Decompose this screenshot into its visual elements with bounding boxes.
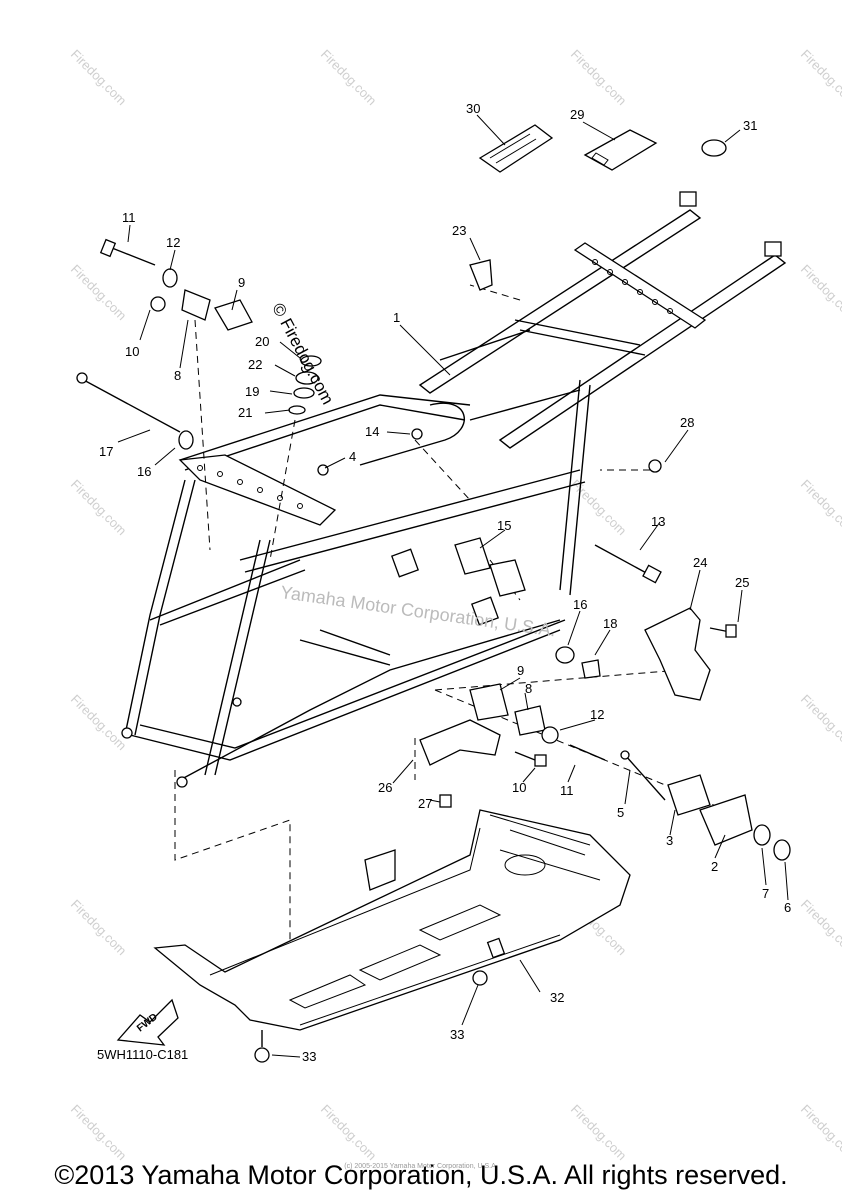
callout-16b: 16 (573, 597, 587, 612)
callout-11b: 11 (560, 783, 574, 798)
callout-10b: 10 (512, 780, 526, 795)
part-29-label (583, 129, 658, 171)
callout-33b: 33 (302, 1049, 316, 1064)
callout-30: 30 (466, 101, 480, 116)
watermark: Firedog.com (68, 692, 130, 754)
callout-33: 33 (450, 1027, 464, 1042)
skid-plate (153, 809, 631, 1063)
callout-18: 18 (603, 616, 617, 631)
copyright-notice: ©2013 Yamaha Motor Corporation, U.S.A. A… (54, 1160, 788, 1190)
callout-19: 19 (245, 384, 259, 399)
callout-15: 15 (497, 518, 511, 533)
part-30-guard (478, 124, 554, 173)
callout-11: 11 (122, 210, 136, 225)
callout-9: 9 (238, 275, 245, 290)
callout-10: 10 (125, 344, 139, 359)
callout-32: 32 (550, 990, 564, 1005)
callout-14: 14 (365, 424, 379, 439)
watermark-grid: Firedog.com Firedog.com Firedog.com Fire… (68, 47, 842, 1164)
watermark: Firedog.com (568, 47, 630, 109)
forward-arrow: FWD (116, 998, 179, 1046)
callout-28: 28 (680, 415, 694, 430)
callout-12: 12 (166, 235, 180, 250)
callout-17: 17 (99, 444, 113, 459)
watermark: Firedog.com (68, 477, 130, 539)
left-mount-hardware (76, 238, 493, 476)
right-mount-hardware (419, 459, 791, 861)
watermark: Firedog.com (798, 897, 842, 959)
callout-8: 8 (174, 368, 181, 383)
main-frame (121, 191, 787, 788)
callout-9b: 9 (517, 663, 524, 678)
watermark: Firedog.com (68, 262, 130, 324)
callout-4: 4 (349, 449, 356, 464)
callout-3: 3 (666, 833, 673, 848)
fine-print: (c) 2005-2015 Yamaha Motor Corporation, … (344, 1163, 498, 1170)
callout-16: 16 (137, 464, 151, 479)
callout-13: 13 (651, 514, 665, 529)
watermark: Firedog.com (798, 692, 842, 754)
callout-21: 21 (238, 405, 252, 420)
part-31-ring (701, 139, 727, 157)
diagram-code: 5WH1110-C181 (97, 1047, 189, 1062)
callout-23: 23 (452, 223, 466, 238)
watermark: Firedog.com (68, 1102, 130, 1164)
callout-25: 25 (735, 575, 749, 590)
watermark: Firedog.com (318, 47, 380, 109)
callouts: 30 29 31 23 1 11 12 9 10 8 20 22 19 21 1… (99, 101, 791, 1064)
watermark: Firedog.com (68, 47, 130, 109)
callout-6: 6 (784, 900, 791, 915)
watermark: Firedog.com (798, 477, 842, 539)
watermark: Firedog.com (568, 1102, 630, 1164)
callout-22: 22 (248, 357, 262, 372)
callout-2: 2 (711, 859, 718, 874)
callout-27: 27 (418, 796, 432, 811)
watermark: Firedog.com (568, 477, 630, 539)
callout-12b: 12 (590, 707, 604, 722)
watermark: Firedog.com (798, 47, 842, 109)
callout-29: 29 (570, 107, 584, 122)
callout-8b: 8 (525, 681, 532, 696)
callout-20: 20 (255, 334, 269, 349)
callout-5: 5 (617, 805, 624, 820)
watermark: Firedog.com (798, 262, 842, 324)
callout-1: 1 (393, 310, 400, 325)
callout-26: 26 (378, 780, 392, 795)
callout-24: 24 (693, 555, 707, 570)
callout-leaders (117, 114, 789, 1058)
watermark: Firedog.com (798, 1102, 842, 1164)
watermark: Firedog.com (318, 1102, 380, 1164)
watermark: Firedog.com (68, 897, 130, 959)
callout-7: 7 (762, 886, 769, 901)
callout-31: 31 (743, 118, 757, 133)
